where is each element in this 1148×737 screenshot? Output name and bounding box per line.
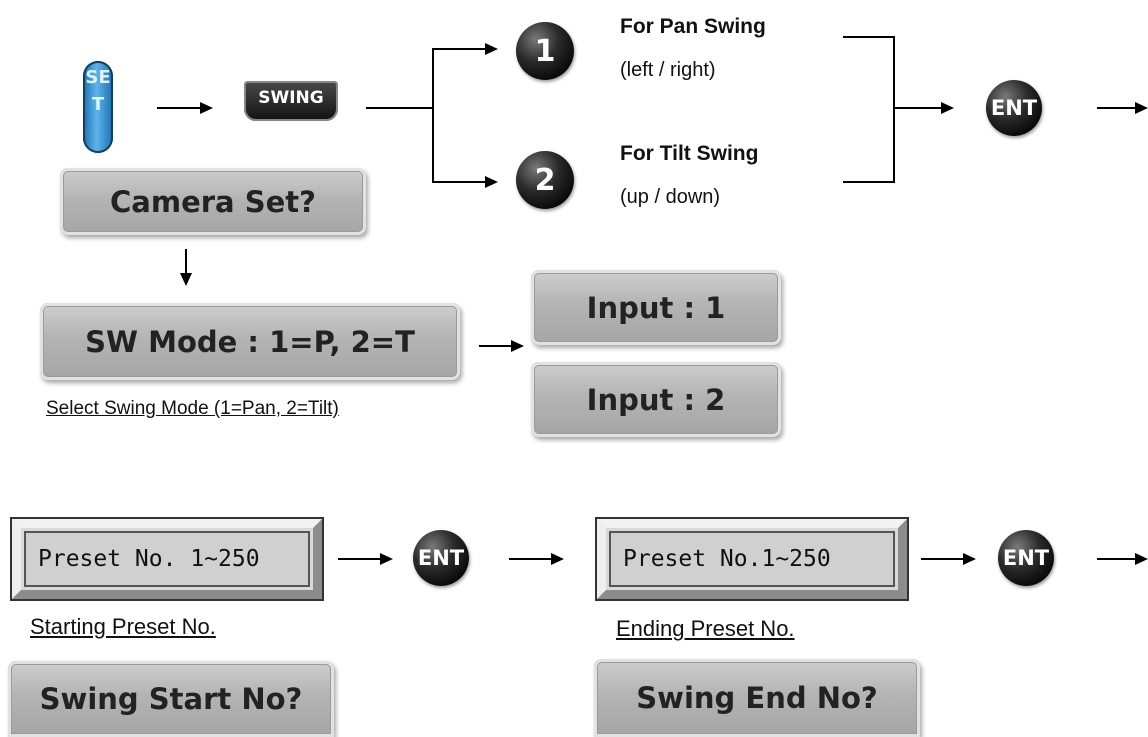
swing-key-icon [244, 81, 338, 121]
select-mode-caption: Select Swing Mode (1=Pan, 2=Tilt) [46, 398, 339, 419]
connector [338, 558, 382, 560]
connector [185, 249, 187, 274]
pan-swing-sub: (left / right) [620, 59, 716, 81]
arrow-head [511, 340, 524, 352]
preset-end-display: Preset No.1~250 [595, 517, 909, 601]
pan-swing-title: For Pan Swing [620, 15, 766, 38]
connector [432, 48, 486, 50]
swing-key-label: SWING [258, 88, 324, 108]
connector [1097, 107, 1137, 109]
arrow-head [485, 176, 498, 188]
connector [366, 107, 434, 109]
arrow-set-to-swing [157, 107, 202, 109]
ending-preset-caption: Ending Preset No. [616, 616, 795, 641]
connector [893, 36, 895, 183]
connector [432, 181, 486, 183]
arrow-head [180, 273, 192, 286]
swing-start-panel: Swing Start No? [8, 661, 334, 737]
starting-preset-caption: Starting Preset No. [30, 614, 216, 639]
set-key-label: SET [85, 67, 111, 115]
connector [895, 107, 943, 109]
key-2-icon: 2 [516, 151, 574, 209]
set-key-icon [83, 61, 113, 153]
preset-end-text: Preset No.1~250 [609, 531, 895, 587]
arrow-head [963, 553, 976, 565]
key-1-icon: 1 [516, 22, 574, 80]
connector [1097, 558, 1137, 560]
preset-start-text: Preset No. 1~250 [24, 531, 310, 587]
connector [479, 345, 513, 347]
arrow-head [200, 102, 213, 114]
connector [921, 558, 965, 560]
ent-key-icon: ENT [986, 80, 1042, 136]
tilt-swing-sub: (up / down) [620, 186, 721, 208]
connector [843, 36, 895, 38]
arrow-head [1135, 102, 1148, 114]
arrow-head [485, 43, 498, 55]
camera-set-panel: Camera Set? [60, 168, 366, 235]
connector [843, 181, 895, 183]
arrow-head [1135, 553, 1148, 565]
sw-mode-panel: SW Mode : 1=P, 2=T [40, 303, 460, 380]
arrow-head [941, 102, 954, 114]
connector [509, 558, 553, 560]
preset-start-display: Preset No. 1~250 [10, 517, 324, 601]
swing-end-panel: Swing End No? [594, 659, 920, 737]
input-1-panel: Input : 1 [531, 270, 781, 345]
ent-key-icon: ENT [998, 530, 1054, 586]
ent-key-icon: ENT [413, 530, 469, 586]
tilt-swing-title: For Tilt Swing [620, 142, 759, 165]
connector [432, 48, 434, 182]
arrow-head [380, 553, 393, 565]
arrow-head [551, 553, 564, 565]
input-2-panel: Input : 2 [531, 362, 781, 437]
